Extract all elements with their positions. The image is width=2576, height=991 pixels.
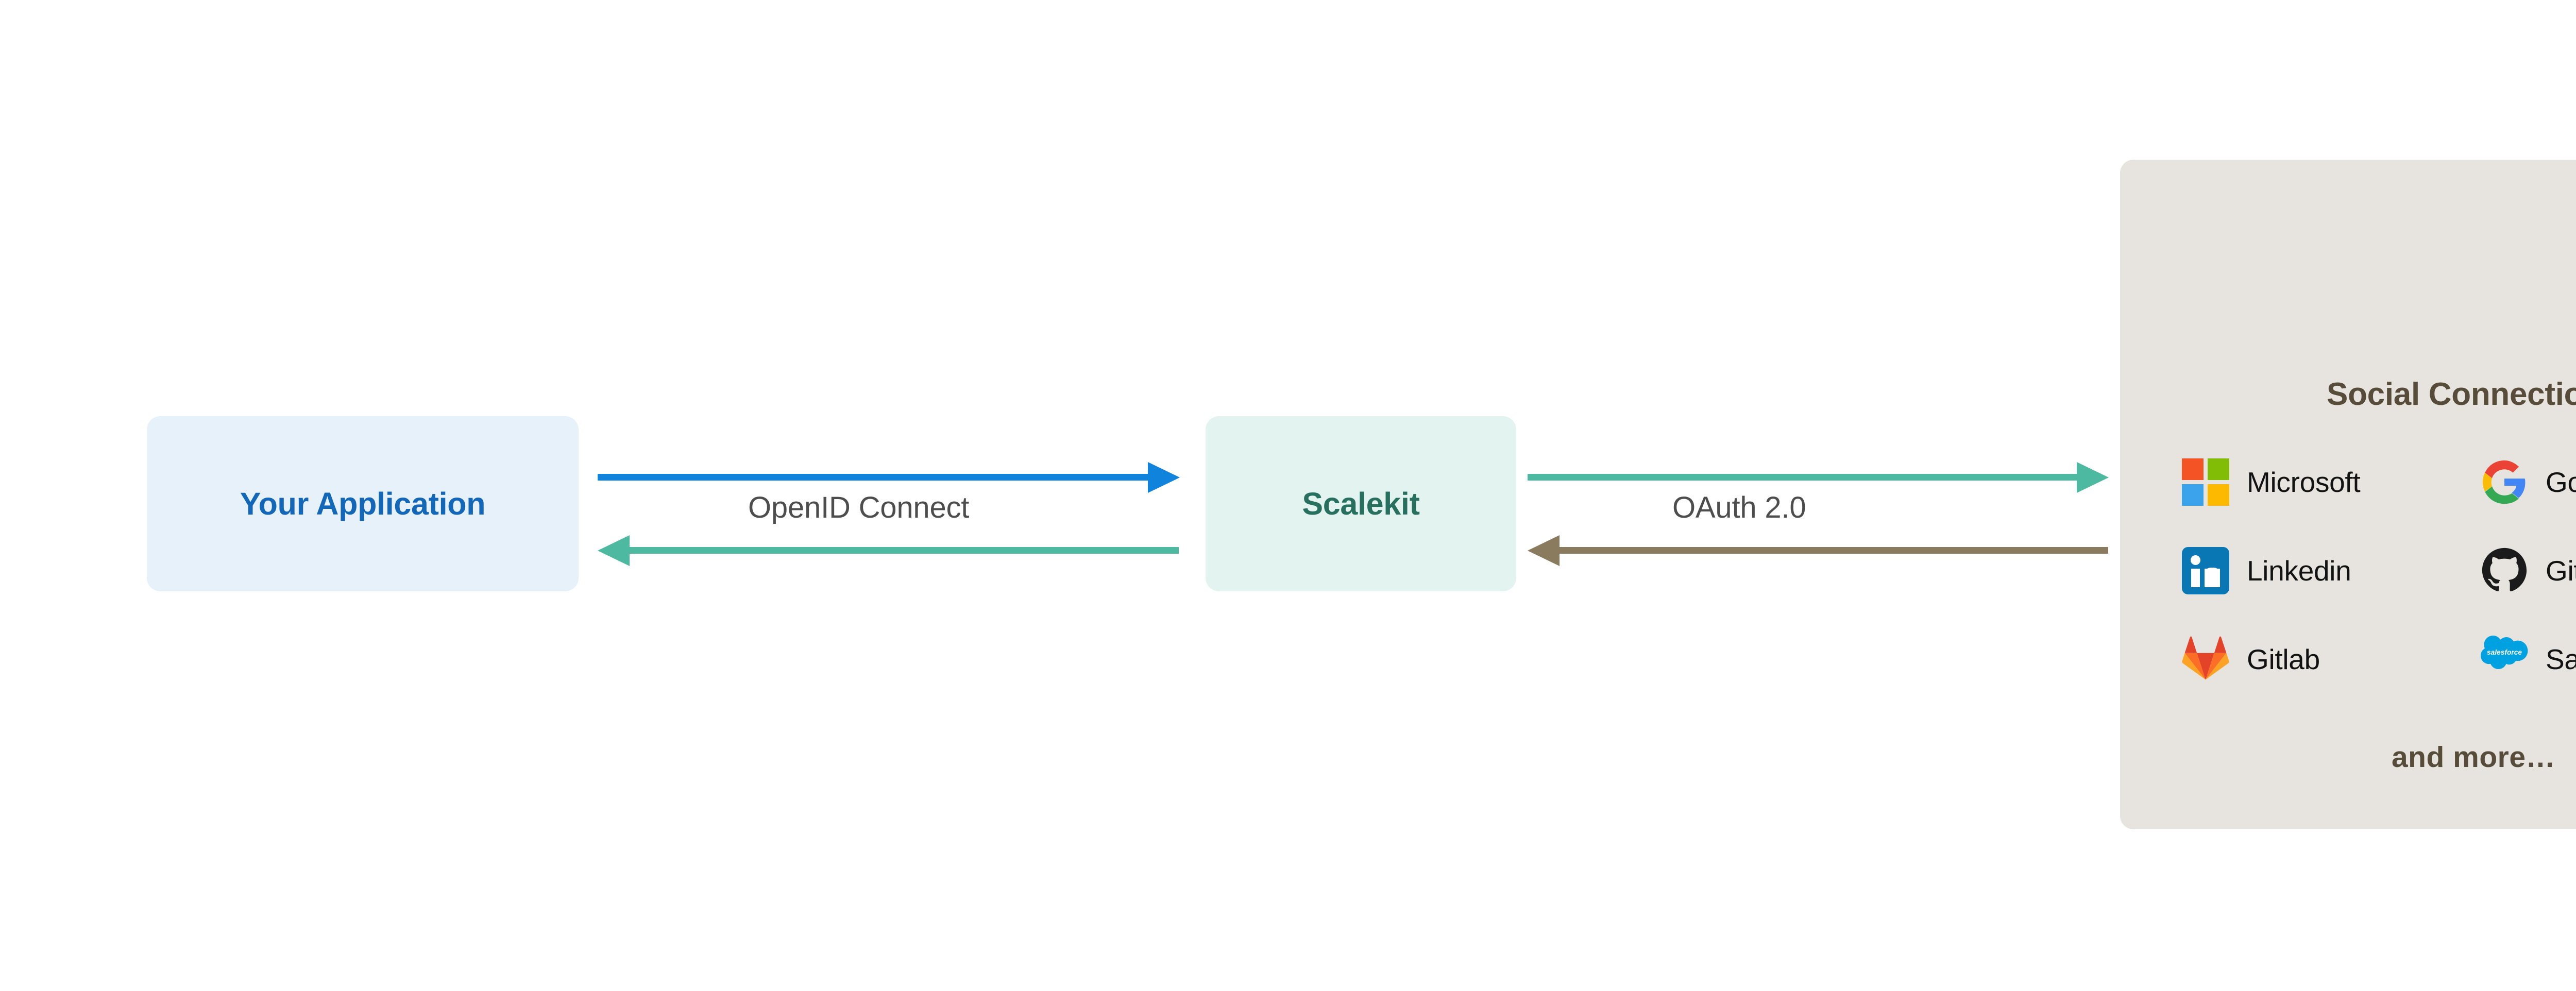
- provider-linkedin[interactable]: Linkedin: [2182, 547, 2481, 594]
- arrowhead-left-icon: [598, 535, 630, 566]
- provider-microsoft[interactable]: Microsoft: [2182, 458, 2481, 506]
- provider-label: Microsoft: [2247, 466, 2361, 498]
- provider-label: Linkedin: [2247, 555, 2351, 587]
- node-your-application[interactable]: Your Application: [147, 416, 579, 591]
- arrow-shaft: [628, 547, 1179, 554]
- provider-gitlab[interactable]: Gitlab: [2182, 636, 2481, 683]
- provider-google[interactable]: Google: [2481, 458, 2576, 506]
- social-connections-title: Social Connections: [2327, 377, 2576, 412]
- provider-github[interactable]: Github: [2481, 547, 2576, 594]
- social-connections-panel: Social Connections Microsoft Googl: [2120, 160, 2576, 829]
- provider-label: Google: [2546, 466, 2576, 498]
- arrow-shaft: [1528, 474, 2078, 481]
- microsoft-logo-icon: [2182, 458, 2229, 506]
- google-logo-icon: [2481, 458, 2528, 506]
- arrow-shaft: [598, 474, 1149, 481]
- provider-grid: Microsoft Google Linkedin: [2182, 458, 2576, 683]
- node-your-application-label: Your Application: [240, 486, 486, 521]
- arrow-shaft: [1557, 547, 2108, 554]
- flow-label-oauth: OAuth 2.0: [1672, 491, 1806, 524]
- salesforce-logo-icon: salesforce: [2481, 636, 2528, 683]
- linkedin-logo-icon: [2182, 547, 2229, 594]
- flow-label-openid-connect: OpenID Connect: [748, 491, 970, 524]
- provider-label: Github: [2546, 555, 2576, 587]
- node-scalekit[interactable]: Scalekit: [1206, 416, 1516, 591]
- arrowhead-left-icon: [1528, 535, 1560, 566]
- github-logo-icon: [2481, 547, 2528, 594]
- arrowhead-right-icon: [2077, 462, 2109, 493]
- provider-salesforce[interactable]: salesforce Salesforce: [2481, 636, 2576, 683]
- provider-label: Gitlab: [2247, 643, 2320, 675]
- node-scalekit-label: Scalekit: [1302, 486, 1420, 521]
- arrowhead-right-icon: [1148, 462, 1180, 493]
- and-more-label: and more…: [2391, 741, 2556, 774]
- provider-label: Salesforce: [2546, 643, 2576, 675]
- svg-text:salesforce: salesforce: [2487, 648, 2522, 656]
- gitlab-logo-icon: [2182, 636, 2229, 683]
